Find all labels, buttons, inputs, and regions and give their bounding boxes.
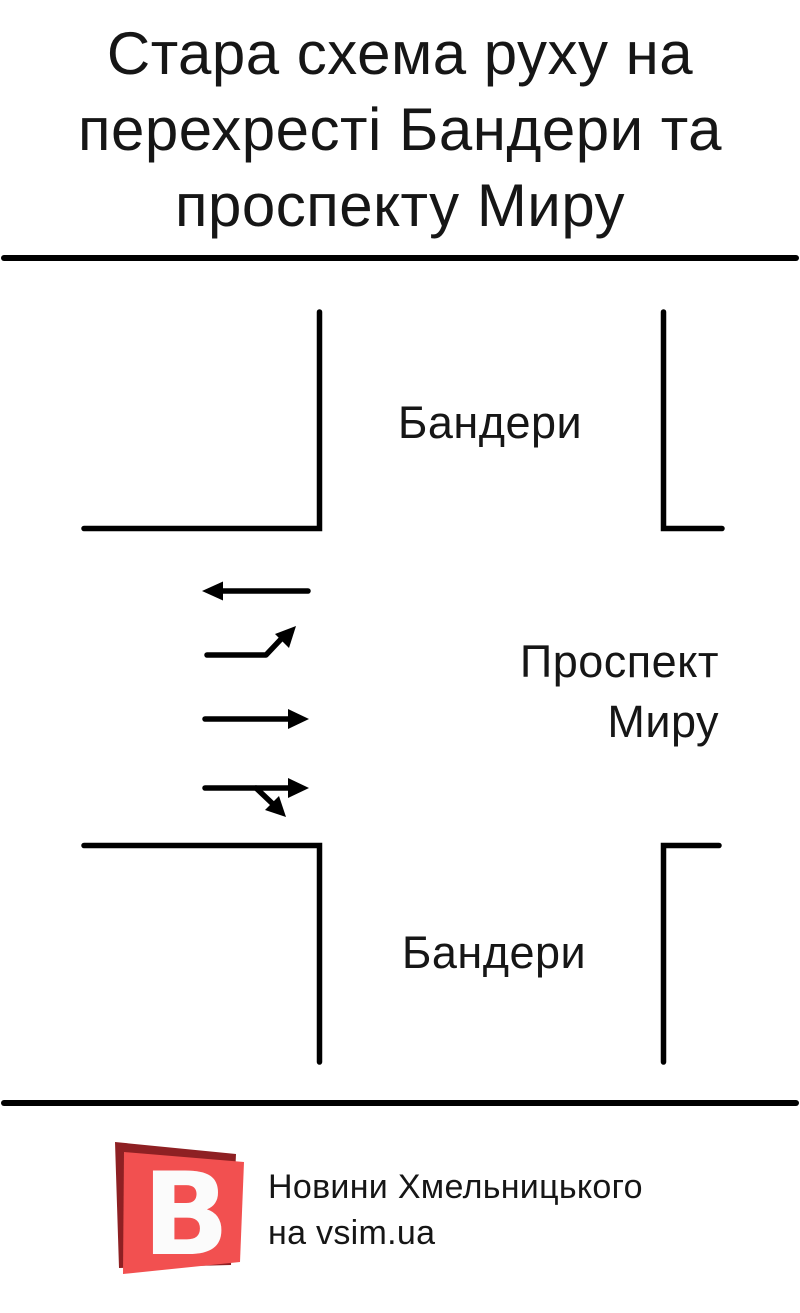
road-corner-top-left <box>81 309 323 532</box>
footer-caption-line-2: на vsim.ua <box>268 1214 436 1252</box>
footer-caption-line-1: Новини Хмельницького <box>268 1168 643 1206</box>
arrow-turn-up-right-head-icon <box>275 626 296 648</box>
arrow-right-branch-down-head-icon <box>265 796 286 817</box>
arrow-left-head-icon <box>202 581 223 601</box>
vsim-logo-letter: В <box>143 1148 230 1281</box>
road-corner-bottom-left <box>81 842 323 1065</box>
arrow-right-branch-down-shaft <box>253 785 278 809</box>
avenue-label-prospekt: Проспект <box>520 636 719 687</box>
arrow-straight-right <box>202 709 309 729</box>
road-corner-top-right <box>660 309 725 532</box>
street-label-bandery-bottom: Бандери <box>402 927 586 978</box>
street-label-bandery-top: Бандери <box>398 397 582 448</box>
vsim-logo-front-panel <box>123 1152 244 1274</box>
page-title-line-2: перехресті Бандери та <box>78 96 722 163</box>
arrow-right-with-branch-down <box>202 778 309 817</box>
arrow-left <box>202 581 311 601</box>
footer-caption: Новини Хмельницького на vsim.ua <box>268 1164 643 1256</box>
arrow-turn-up-right <box>204 626 296 658</box>
page-title: Стара схема руху на перехресті Бандери т… <box>0 16 800 244</box>
arrow-turn-up-right-shaft <box>204 634 286 658</box>
arrow-straight-right-head-icon <box>288 709 309 729</box>
page-title-line-3: проспекту Миру <box>174 172 626 239</box>
avenue-label-myru: Миру <box>607 696 719 747</box>
page-title-line-1: Стара схема руху на <box>106 20 694 87</box>
arrow-right-branch-main-head-icon <box>288 778 309 798</box>
vsim-logo: В <box>115 1142 244 1281</box>
road-corner-bottom-right <box>660 842 722 1065</box>
